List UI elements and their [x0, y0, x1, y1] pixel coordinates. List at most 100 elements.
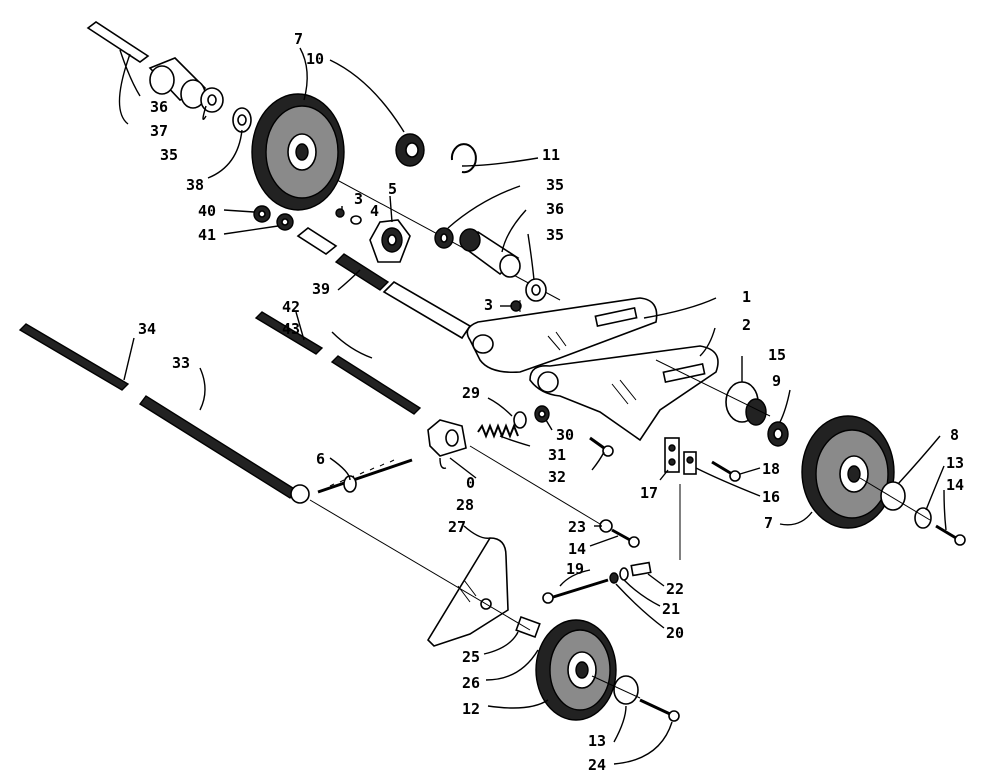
label-12: 12 — [462, 700, 480, 718]
label-8: 8 — [950, 426, 959, 444]
label-29: 29 — [462, 384, 480, 402]
nut-20 — [609, 572, 619, 584]
leader-lines — [118, 47, 947, 765]
spacer-36-upper — [148, 57, 207, 109]
label-9: 9 — [772, 372, 781, 390]
adjuster-bolt-6 — [290, 458, 413, 504]
spring-31 — [477, 423, 519, 439]
nut-30 — [534, 405, 550, 423]
bushing-35-middle — [434, 227, 454, 249]
spacer-36-middle — [459, 228, 521, 278]
mount-block-5 — [369, 219, 411, 263]
label-11: 11 — [542, 146, 560, 164]
label-4: 4 — [370, 202, 379, 220]
label-26: 26 — [462, 674, 480, 692]
label-28: 28 — [456, 496, 474, 514]
label-34: 34 — [138, 320, 156, 338]
bearing-10 — [395, 133, 425, 167]
label-35-upper: 35 — [160, 146, 178, 164]
label-14-mid: 14 — [568, 540, 586, 558]
spacer-25 — [515, 615, 541, 639]
label-13-bottom: 13 — [588, 732, 606, 750]
label-5: 5 — [388, 180, 397, 198]
wheel-12 — [535, 619, 617, 721]
washer-29 — [513, 411, 527, 429]
label-7-right: 7 — [764, 514, 773, 532]
label-41: 41 — [198, 226, 216, 244]
label-18: 18 — [762, 460, 780, 478]
rod-33 — [138, 395, 298, 499]
wheel-7-upper — [251, 93, 345, 211]
bolt-32 — [589, 436, 614, 457]
label-42: 42 — [282, 298, 300, 316]
label-25: 25 — [462, 648, 480, 666]
rod-42 — [254, 311, 324, 355]
nut-41 — [276, 213, 294, 231]
clip-16 — [683, 451, 697, 475]
upper-axle-centerline — [299, 159, 561, 301]
nut-40 — [253, 205, 271, 223]
washer-9 — [767, 421, 789, 447]
label-27: 27 — [448, 518, 466, 536]
washer-8 — [880, 481, 906, 511]
label-31: 31 — [548, 446, 566, 464]
bolt-14-mid — [611, 528, 640, 548]
label-35-middle: 35 — [546, 176, 564, 194]
washer-13-bottom — [613, 675, 639, 705]
nut-3-upper — [335, 208, 345, 218]
label-43: 43 — [282, 320, 300, 338]
mounting-plate-27 — [426, 537, 509, 647]
label-33: 33 — [172, 354, 190, 372]
rod-43 — [330, 355, 422, 415]
label-32: 32 — [548, 468, 566, 486]
bracket-plate-2 — [529, 345, 719, 442]
label-3-upper: 3 — [354, 190, 363, 208]
label-35-right: 35 — [546, 226, 564, 244]
part-labels: 7 10 11 36 37 35 38 40 41 3 4 5 35 36 35… — [138, 30, 964, 774]
label-19: 19 — [566, 560, 584, 578]
label-7-upper: 7 — [294, 30, 303, 48]
label-13-right: 13 — [946, 454, 964, 472]
label-3-lower: 3 — [484, 296, 493, 314]
bracket-17 — [664, 437, 680, 473]
spacer-15 — [725, 381, 767, 426]
rod-37 — [86, 21, 150, 63]
label-16: 16 — [762, 488, 780, 506]
label-39: 39 — [312, 280, 330, 298]
bolt-18 — [711, 460, 741, 482]
bolt-19 — [542, 578, 609, 604]
washer-21 — [619, 567, 629, 581]
label-38: 38 — [186, 176, 204, 194]
bolt-14-right — [935, 524, 966, 546]
label-23: 23 — [568, 518, 586, 536]
label-0: 0 — [466, 474, 475, 492]
bushing-35-right — [525, 278, 547, 302]
wheel-7-right — [801, 415, 895, 529]
pivot-block-28 — [427, 419, 467, 457]
label-6: 6 — [316, 450, 325, 468]
label-21: 21 — [662, 600, 680, 618]
bushing-35-upper — [200, 87, 224, 113]
washer-4 — [350, 215, 362, 225]
washer-13-right — [914, 507, 932, 529]
spacer-22 — [630, 561, 652, 577]
label-1: 1 — [742, 288, 751, 306]
label-37: 37 — [150, 122, 168, 140]
washer-38 — [232, 107, 252, 133]
label-15: 15 — [768, 346, 786, 364]
label-20: 20 — [666, 624, 684, 642]
label-17: 17 — [640, 484, 658, 502]
label-40: 40 — [198, 202, 216, 220]
bolt-24 — [639, 698, 680, 722]
swing-arm-1 — [466, 297, 658, 374]
label-2: 2 — [742, 316, 751, 334]
label-22: 22 — [666, 580, 684, 598]
label-24: 24 — [588, 756, 606, 774]
shaft-39 — [296, 227, 472, 340]
label-14-right: 14 — [946, 476, 964, 494]
label-36-middle: 36 — [546, 200, 564, 218]
label-30: 30 — [556, 426, 574, 444]
snap-ring-11 — [450, 143, 477, 174]
